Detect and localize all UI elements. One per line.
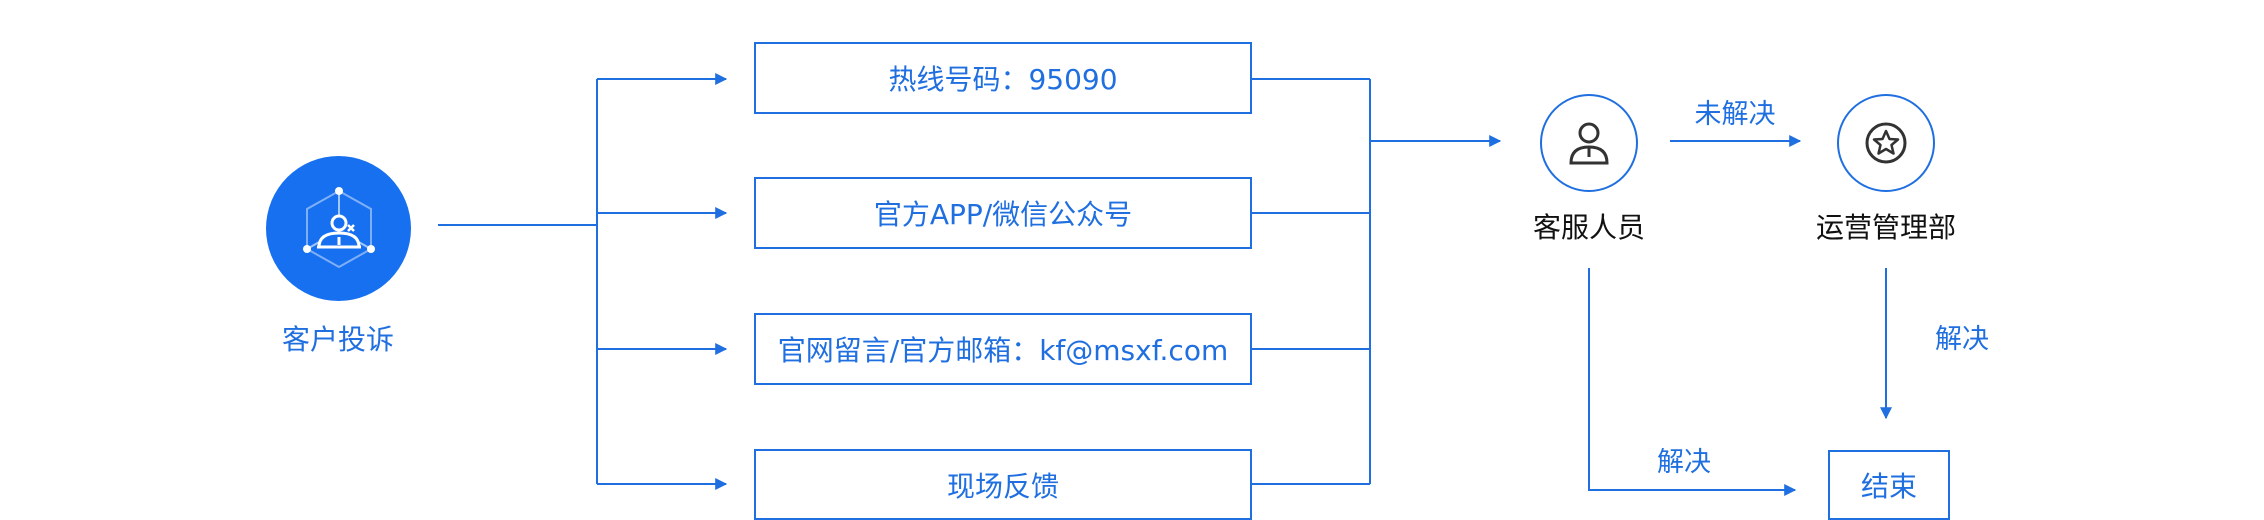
edge-label-unresolved: 未解决 bbox=[1694, 99, 1776, 130]
edge-label-resolved-agent: 解决 bbox=[1657, 447, 1711, 478]
channel-onsite: 现场反馈 bbox=[754, 449, 1252, 520]
complaint-person-icon bbox=[302, 186, 375, 268]
channel-app-wechat: 官方APP/微信公众号 bbox=[754, 177, 1252, 249]
ops-node bbox=[1837, 94, 1935, 192]
agent-node bbox=[1540, 94, 1638, 192]
customer-service-person-icon bbox=[1569, 122, 1609, 165]
channel-web-email: 官网留言/官方邮箱：kf@msxf.com bbox=[754, 313, 1252, 385]
end-node: 结束 bbox=[1828, 450, 1950, 520]
origin-label: 客户投诉 bbox=[281, 323, 394, 356]
star-icon bbox=[1865, 122, 1907, 164]
ops-label: 运营管理部 bbox=[1815, 211, 1956, 244]
arrow-agent-to-end bbox=[1588, 268, 1797, 496]
origin-node bbox=[266, 156, 411, 301]
channel-hotline: 热线号码：95090 bbox=[754, 42, 1252, 114]
edge-label-resolved-ops: 解决 bbox=[1935, 324, 1989, 355]
agent-label: 客服人员 bbox=[1532, 211, 1645, 244]
